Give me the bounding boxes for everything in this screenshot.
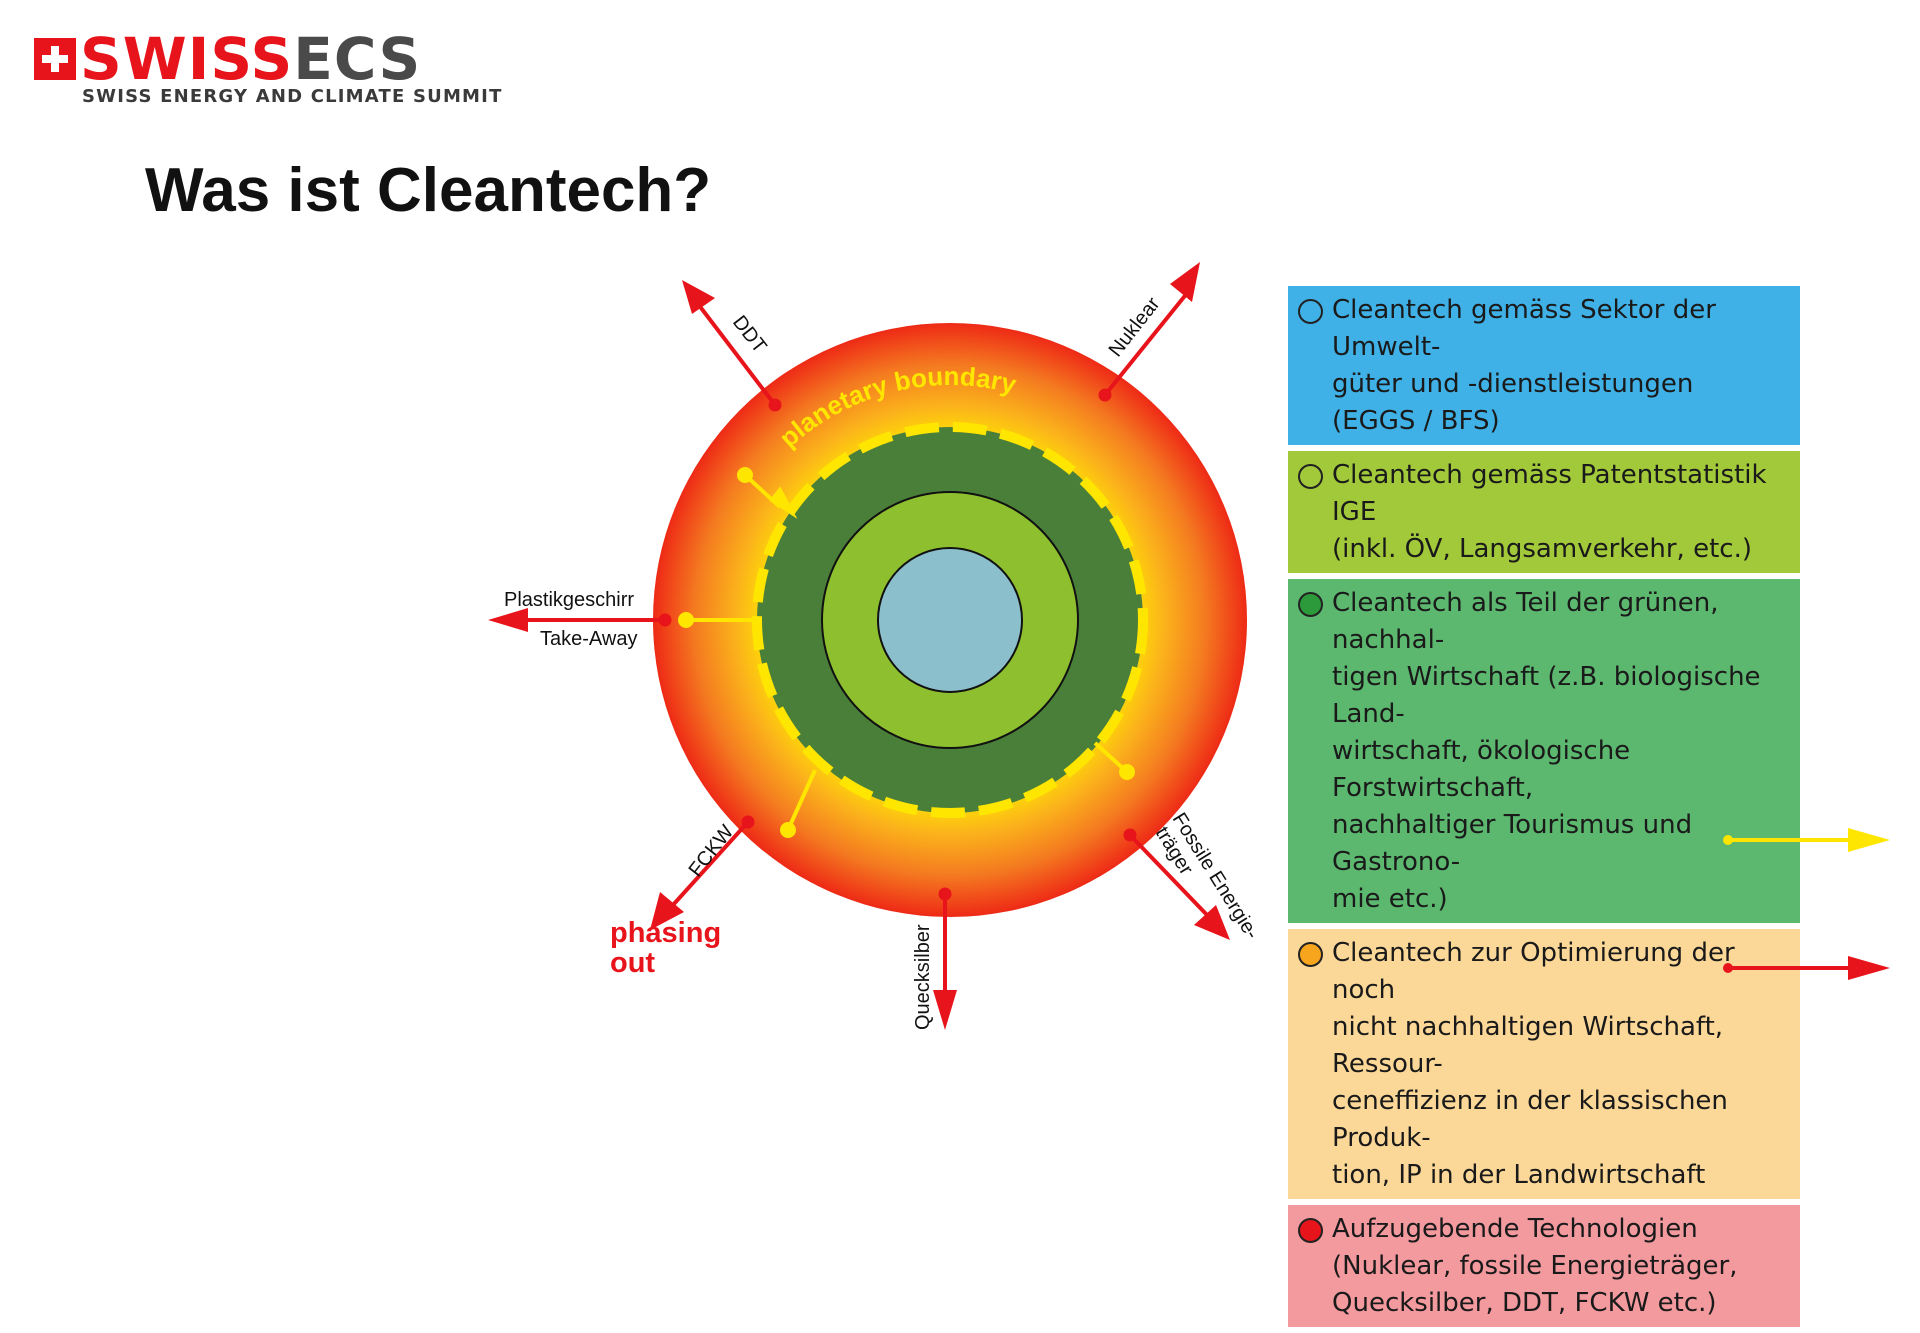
phasing-out-label: phasing out [610,918,721,978]
plastikgeschirr-arrow [488,608,672,632]
legend-item-green-economy: Cleantech als Teil der grünen, nachhal- … [1288,579,1800,923]
legend-text: Aufzugebende Technologien (Nuklear, foss… [1332,1214,1738,1318]
legend-dot-icon [1298,592,1323,617]
legend-dot-icon [1298,1218,1323,1243]
nuklear-arrow [1098,262,1200,402]
legend-dot-icon [1298,942,1323,967]
quecksilber-arrow [933,887,957,1030]
ddt-arrow [682,280,782,412]
legend: Cleantech gemäss Sektor der Umwelt- güte… [1288,286,1800,1333]
phasing-out-line1: phasing [610,917,722,949]
quecksilber-label: Quecksilber [912,924,934,1030]
phasing-out-line2: out [610,947,656,979]
legend-text: Cleantech zur Optimierung der noch nicht… [1332,938,1735,1190]
boundary-dashed-ring [752,422,1148,818]
logo-tagline: SWISS ENERGY AND CLIMATE SUMMIT [82,86,503,107]
legend-text: Cleantech als Teil der grünen, nachhal- … [1332,588,1761,914]
logo-swiss-text: SWISS [80,25,294,93]
legend-item-eggs: Cleantech gemäss Sektor der Umwelt- güte… [1288,286,1800,445]
fckw-label: FCKW [685,821,739,881]
nuklear-label: Nuklear [1105,293,1165,361]
yellow-ticks [678,467,1135,838]
plastikgeschirr-label: Plastikgeschirr [504,589,634,611]
legend-text: Cleantech gemäss Patentstatistik IGE (in… [1332,460,1767,564]
legend-dot-icon [1298,299,1323,324]
page-title: Was ist Cleantech? [145,156,712,225]
phase-out-arrows [488,262,1230,1030]
planetary-boundary-diagram: planetary boundary [488,262,1263,1030]
legend-item-patent: Cleantech gemäss Patentstatistik IGE (in… [1288,451,1800,573]
logo-wordmark: SWISS ECS [34,28,421,90]
fossile-arrow [1123,828,1230,940]
legend-item-phase-out: Aufzugebende Technologien (Nuklear, foss… [1288,1205,1800,1327]
core-circle [877,547,1023,693]
take-away-label: Take-Away [540,628,637,650]
swiss-flag-icon [34,38,76,80]
fckw-arrow [650,815,755,930]
legend-text: Cleantech gemäss Sektor der Umwelt- güte… [1332,295,1716,436]
legend-dot-icon [1298,464,1323,489]
logo-ecs-text: ECS [293,25,422,93]
legend-item-optimization: Cleantech zur Optimierung der noch nicht… [1288,929,1800,1199]
swissecs-logo: SWISS ECS SWISS ENERGY AND CLIMATE SUMMI… [34,28,501,108]
